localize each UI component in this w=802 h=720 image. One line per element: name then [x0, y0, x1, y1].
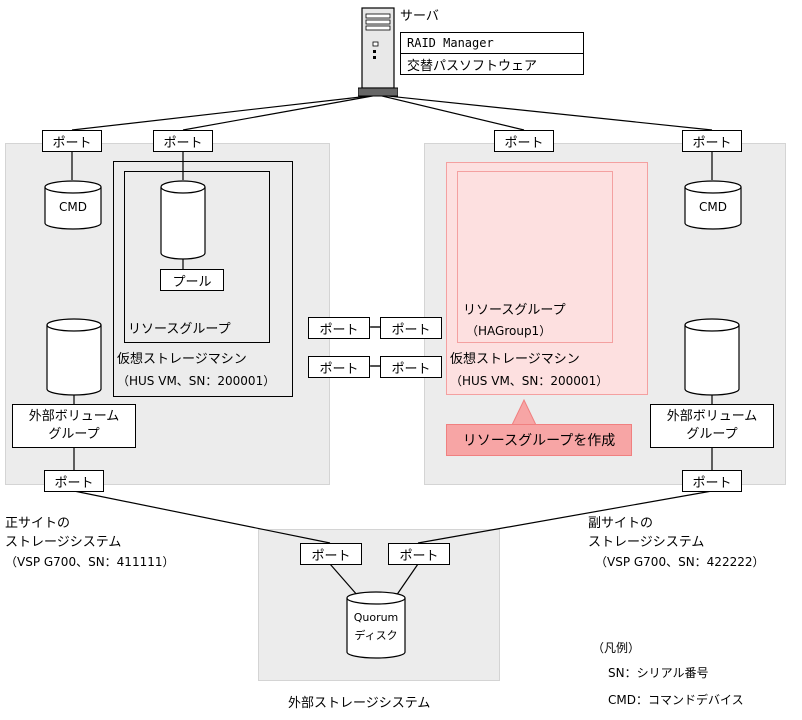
port-link2-right: ポート: [380, 356, 442, 378]
primary-pool-cylinder: [160, 180, 206, 260]
secondary-resource-group-label: リソースグループ: [463, 303, 566, 318]
port-link1-right: ポート: [380, 317, 442, 339]
primary-vsm-label: 仮想ストレージマシン: [117, 352, 247, 367]
primary-ext-volume-cylinder: [46, 318, 102, 396]
create-resource-group-callout: リソースグループを作成: [446, 424, 632, 456]
secondary-vsm-highlight: [446, 162, 648, 395]
secondary-site-title-line1: 副サイトの: [588, 516, 654, 531]
primary-site-title-line2: ストレージシステム: [5, 535, 122, 550]
port-link1-left: ポート: [308, 317, 370, 339]
primary-vsm-info: （HUS VM、SN：200001）: [117, 374, 276, 388]
secondary-ext-volume-group-line1: 外部ボリューム: [666, 409, 758, 424]
primary-cmd-label: CMD: [59, 200, 87, 214]
secondary-ext-volume-group-line2: グループ: [686, 427, 738, 442]
port-external-left: ポート: [300, 543, 362, 565]
port-external-right: ポート: [388, 543, 450, 565]
primary-vsm-frame: [113, 161, 293, 397]
server-label: サーバ: [400, 9, 439, 24]
secondary-cmd-cylinder: CMD: [684, 180, 742, 230]
port-primary-external: ポート: [44, 470, 104, 492]
primary-cmd-cylinder: CMD: [44, 180, 102, 230]
secondary-vsm-info: （HUS VM、SN：200001）: [450, 374, 609, 388]
primary-resource-group-frame: [124, 171, 270, 343]
legend-item-cmd: CMD：コマンドデバイス: [608, 693, 744, 707]
primary-site-title-line1: 正サイトの: [5, 516, 71, 531]
primary-pool-box: プール: [160, 269, 224, 291]
port-primary-cmd: ポート: [42, 130, 102, 152]
port-secondary-vsm: ポート: [494, 130, 554, 152]
secondary-resource-group-frame: [457, 171, 613, 343]
external-storage-title: 外部ストレージシステム: [288, 696, 431, 711]
quorum-label-line1: Quorum: [353, 611, 399, 624]
secondary-cmd-label: CMD: [699, 200, 727, 214]
secondary-site-title-line2: ストレージシステム: [588, 535, 705, 550]
primary-resource-group-label: リソースグループ: [128, 322, 231, 337]
primary-site-info: （VSP G700、SN：411111）: [5, 555, 175, 569]
legend-title: （凡例）: [592, 641, 641, 655]
secondary-ext-volume-group: 外部ボリューム グループ: [650, 404, 774, 448]
port-primary-vsm: ポート: [153, 130, 213, 152]
quorum-label-line2: ディスク: [354, 629, 398, 642]
software-alternate-path: 交替パスソフトウェア: [400, 53, 584, 75]
primary-ext-volume-group-line2: グループ: [48, 427, 100, 442]
primary-ext-volume-group-line1: 外部ボリューム: [28, 409, 120, 424]
legend-item-sn: SN：シリアル番号: [608, 666, 709, 680]
secondary-vsm-label: 仮想ストレージマシン: [450, 352, 580, 367]
quorum-disk-cylinder: Quorum ディスク: [346, 591, 406, 659]
secondary-resource-group-name: （HAGroup1）: [466, 324, 552, 338]
server-icon: [357, 6, 399, 98]
port-secondary-cmd: ポート: [682, 130, 742, 152]
port-secondary-external: ポート: [682, 470, 742, 492]
software-raid-manager: RAID Manager: [400, 32, 584, 54]
primary-ext-volume-group: 外部ボリューム グループ: [12, 404, 136, 448]
secondary-ext-volume-cylinder: [684, 318, 740, 396]
secondary-site-info: （VSP G700、SN：422222）: [595, 555, 765, 569]
port-link2-left: ポート: [308, 356, 370, 378]
